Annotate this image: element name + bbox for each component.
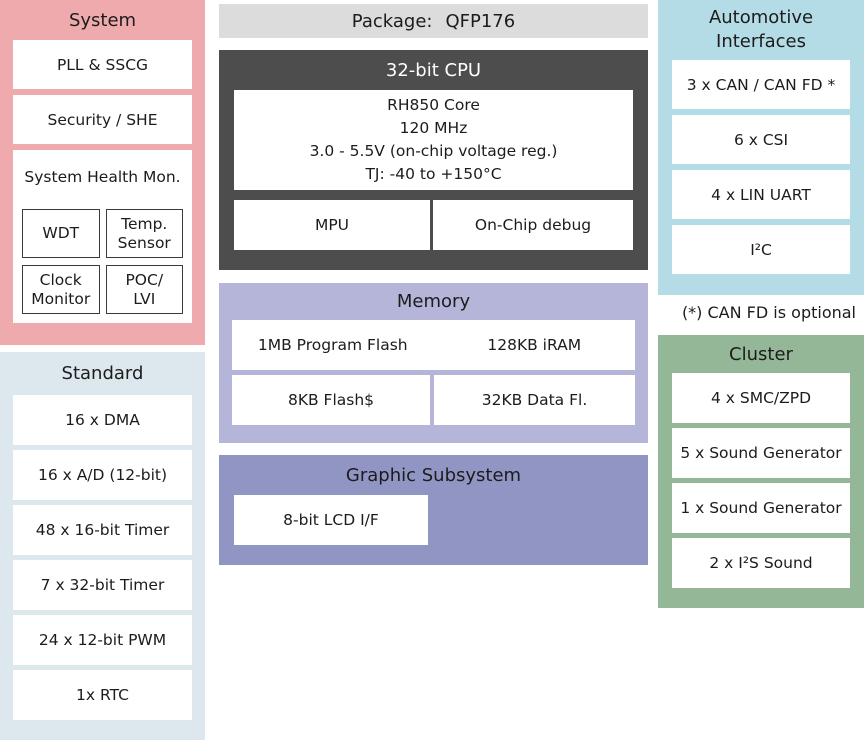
block-16bit-timer: 48 x 16-bit Timer <box>13 505 192 555</box>
block-32bit-timer: 7 x 32-bit Timer <box>13 560 192 610</box>
block-security-she: Security / SHE <box>13 95 192 144</box>
block-data-flash: 32KB Data Fl. <box>434 375 635 425</box>
block-i2c: I²C <box>672 225 850 274</box>
memory-row-2: 8KB Flash$ 32KB Data Fl. <box>232 375 635 425</box>
memory-block: Memory 1MB Program Flash 128KB iRAM 8KB … <box>219 283 648 443</box>
cluster-panel: Cluster 4 x SMC/ZPD 5 x Sound Generator … <box>658 335 864 608</box>
block-rh850-core-info: RH850 Core 120 MHz 3.0 - 5.5V (on-chip v… <box>234 90 633 190</box>
graphic-subsystem-title: Graphic Subsystem <box>345 464 522 486</box>
system-health-title: System Health Mon. <box>24 168 181 186</box>
block-on-chip-debug: On-Chip debug <box>433 200 633 250</box>
block-sound-generator-1: 1 x Sound Generator <box>672 483 850 533</box>
block-clock-monitor: Clock Monitor <box>22 265 100 314</box>
block-flash-cache: 8KB Flash$ <box>232 375 430 425</box>
graphic-subsystem-block: Graphic Subsystem 8-bit LCD I/F <box>219 455 648 565</box>
block-poc-lvi: POC/ LVI <box>105 265 183 314</box>
block-temp-sensor: Temp. Sensor <box>105 209 183 258</box>
block-rtc: 1x RTC <box>13 670 192 720</box>
block-program-flash: 1MB Program Flash <box>257 336 408 354</box>
standard-panel-title: Standard <box>61 363 144 384</box>
block-pwm: 24 x 12-bit PWM <box>13 615 192 665</box>
system-panel: System PLL & SSCG Security / SHE System … <box>0 0 205 345</box>
block-smc-zpd: 4 x SMC/ZPD <box>672 373 850 423</box>
cpu-block: 32-bit CPU RH850 Core 120 MHz 3.0 - 5.5V… <box>219 50 648 270</box>
cluster-panel-title: Cluster <box>729 343 793 365</box>
automotive-interfaces-panel: Automotive Interfaces 3 x CAN / CAN FD *… <box>658 0 864 295</box>
memory-block-title: Memory <box>396 291 471 312</box>
block-iram: 128KB iRAM <box>487 336 582 354</box>
can-fd-footnote: (*) CAN FD is optional <box>681 303 856 322</box>
block-dma: 16 x DMA <box>13 395 192 445</box>
block-lcd-interface: 8-bit LCD I/F <box>234 495 428 545</box>
cpu-sub-row: MPU On-Chip debug <box>234 200 633 250</box>
block-mpu: MPU <box>234 200 430 250</box>
cpu-block-title: 32-bit CPU <box>385 59 482 81</box>
system-panel-title: System <box>68 9 137 31</box>
block-lin-uart: 4 x LIN UART <box>672 170 850 219</box>
block-csi: 6 x CSI <box>672 115 850 164</box>
block-wdt: WDT <box>22 209 100 258</box>
block-can: 3 x CAN / CAN FD * <box>672 60 850 109</box>
block-i2s-sound: 2 x I²S Sound <box>672 538 850 588</box>
package-label: Package: <box>351 10 433 32</box>
package-value: QFP176 <box>445 10 516 32</box>
block-adc: 16 x A/D (12-bit) <box>13 450 192 500</box>
memory-row-1: 1MB Program Flash 128KB iRAM <box>232 320 635 370</box>
system-health-grid: WDT Temp. Sensor Clock Monitor POC/ LVI <box>22 209 183 314</box>
block-system-health-monitor: System Health Mon. WDT Temp. Sensor Cloc… <box>13 150 192 323</box>
block-pll-sscg: PLL & SSCG <box>13 40 192 89</box>
standard-panel: Standard 16 x DMA 16 x A/D (12-bit) 48 x… <box>0 352 205 740</box>
block-sound-generator-5: 5 x Sound Generator <box>672 428 850 478</box>
package-bar: Package: QFP176 <box>219 4 648 38</box>
automotive-interfaces-title: Automotive Interfaces <box>708 7 814 52</box>
